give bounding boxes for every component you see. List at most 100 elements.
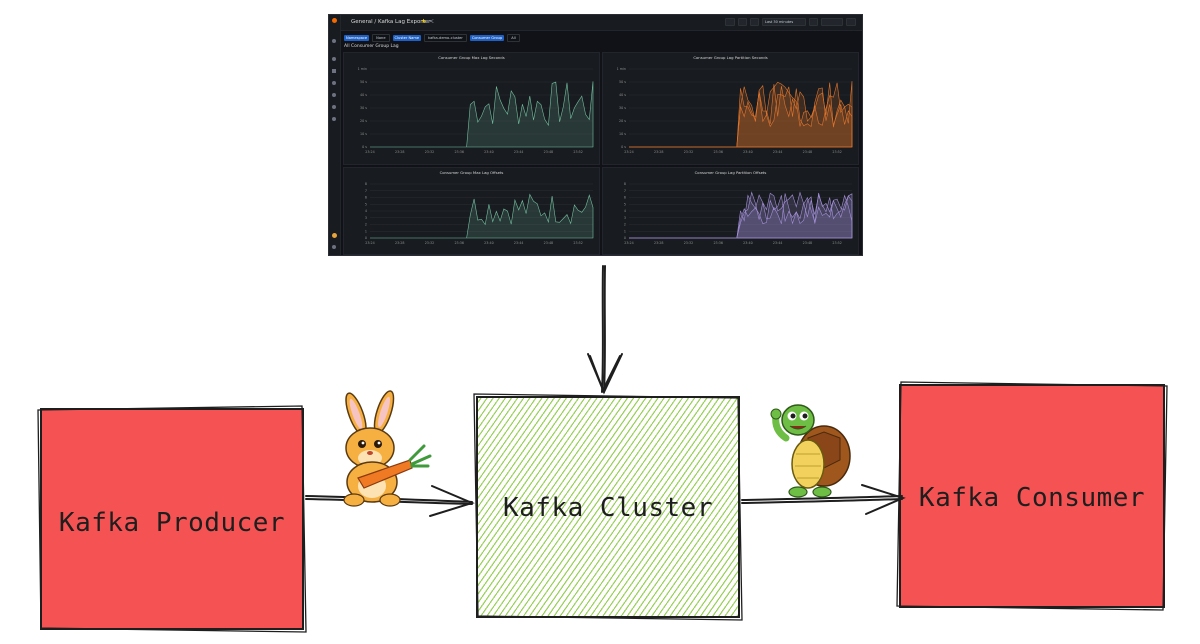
y-tick-label: 0	[365, 236, 367, 240]
row-title[interactable]: All Consumer Group Lag	[344, 44, 399, 49]
variable-select[interactable]: kafka-demo-cluster	[424, 34, 467, 42]
add-panel-button[interactable]	[725, 18, 735, 26]
dashboard-breadcrumb[interactable]: General / Kafka Lag Exporter	[351, 19, 431, 25]
share-icon[interactable]: <	[429, 18, 435, 25]
y-tick-label: 4	[365, 209, 367, 213]
y-tick-label: 50 s	[360, 80, 367, 84]
x-tick-label: 23:44	[773, 241, 783, 245]
x-tick-label: 23:24	[365, 241, 375, 245]
panel-title: Consumer Group Max Lag Offsets	[439, 170, 504, 175]
variable-label: Cluster Name	[392, 35, 422, 41]
x-tick-label: 23:36	[713, 241, 723, 245]
x-tick-label: 23:44	[514, 241, 524, 245]
y-tick-label: 1	[624, 229, 626, 233]
x-tick-label: 23:52	[573, 150, 583, 154]
x-tick-label: 23:32	[684, 150, 694, 154]
variable-select[interactable]: None	[372, 34, 390, 42]
time-range-label: Last 30 minutes	[765, 20, 794, 24]
tv-mode-button[interactable]	[846, 18, 856, 26]
x-tick-label: 23:40	[743, 241, 753, 245]
y-tick-label: 4	[624, 209, 626, 213]
star-icon[interactable]: ★	[421, 18, 427, 25]
dashboard-to-cluster-arrow	[587, 265, 623, 395]
x-tick-label: 23:48	[803, 150, 813, 154]
y-tick-label: 2	[624, 223, 626, 227]
variable-label: Consumer Group	[469, 35, 505, 41]
search-icon[interactable]	[332, 39, 336, 43]
y-tick-label: 8	[365, 182, 367, 186]
x-tick-label: 23:24	[624, 241, 634, 245]
x-tick-label: 23:28	[395, 241, 405, 245]
kafka-producer-label: Kafka Producer	[58, 508, 286, 538]
y-tick-label: 8	[624, 182, 626, 186]
y-tick-label: 10 s	[619, 132, 626, 136]
series-area	[629, 84, 853, 148]
x-tick-label: 23:48	[544, 241, 554, 245]
x-tick-label: 23:28	[395, 150, 405, 154]
y-tick-label: 6	[624, 196, 626, 200]
y-tick-label: 1	[365, 229, 367, 233]
x-tick-label: 23:40	[743, 150, 753, 154]
settings-button[interactable]	[750, 18, 759, 26]
y-tick-label: 0 s	[621, 145, 626, 149]
dashboard-sidebar	[329, 15, 341, 255]
x-tick-label: 23:24	[624, 150, 634, 154]
x-tick-label: 23:48	[544, 150, 554, 154]
y-tick-label: 0 s	[362, 145, 367, 149]
x-tick-label: 23:24	[365, 150, 375, 154]
x-tick-label: 23:44	[773, 150, 783, 154]
cluster-to-consumer-arrow	[741, 484, 906, 515]
y-tick-label: 3	[365, 216, 367, 220]
kafka-cluster-label: Kafka Cluster	[503, 493, 713, 523]
series-area	[370, 81, 594, 148]
y-tick-label: 2	[365, 223, 367, 227]
y-tick-label: 5	[365, 202, 367, 206]
alert-icon[interactable]	[332, 93, 336, 97]
x-tick-label: 23:36	[713, 150, 723, 154]
kafka-cluster-box: Kafka Cluster	[476, 396, 740, 618]
time-range-picker[interactable]: Last 30 minutes	[762, 18, 806, 26]
panel-max-lag-offsets[interactable]: Consumer Group Max Lag Offsets 0 1 2 3 4 5 6 7 8…	[343, 167, 600, 255]
explore-icon[interactable]	[332, 81, 336, 85]
y-tick-label: 30 s	[360, 106, 367, 110]
zoom-out-button[interactable]	[809, 18, 818, 26]
variable-select[interactable]: All	[507, 34, 520, 42]
variable-label: Namespace	[344, 35, 370, 41]
y-tick-label: 0	[624, 236, 626, 240]
x-tick-label: 23:44	[514, 150, 524, 154]
avatar[interactable]	[332, 233, 337, 238]
x-tick-label: 23:52	[832, 150, 842, 154]
y-tick-label: 10 s	[360, 132, 367, 136]
shield-icon[interactable]	[332, 117, 336, 121]
x-tick-label: 23:36	[454, 241, 464, 245]
x-tick-label: 23:40	[484, 241, 494, 245]
y-tick-label: 1 min	[617, 67, 626, 71]
dashboards-icon[interactable]	[332, 69, 336, 73]
series-area	[370, 193, 594, 239]
gear-icon[interactable]	[332, 105, 336, 109]
y-tick-label: 7	[365, 189, 367, 193]
x-tick-label: 23:36	[454, 150, 464, 154]
kafka-consumer-label: Kafka Consumer	[918, 483, 1146, 513]
panel-lag-partition-seconds[interactable]: Consumer Group Lag Partition Seconds 0 s…	[602, 52, 859, 165]
plus-icon[interactable]	[332, 57, 336, 61]
x-tick-label: 23:28	[654, 150, 664, 154]
save-dashboard-button[interactable]	[738, 18, 747, 26]
help-icon[interactable]	[332, 245, 336, 249]
y-tick-label: 20 s	[360, 119, 367, 123]
series-area	[629, 193, 853, 239]
x-tick-label: 23:32	[684, 241, 694, 245]
y-tick-label: 7	[624, 189, 626, 193]
x-tick-label: 23:52	[832, 241, 842, 245]
y-tick-label: 6	[365, 196, 367, 200]
refresh-button[interactable]	[821, 18, 843, 26]
y-tick-label: 40 s	[619, 93, 626, 97]
waving-turtle-icon	[770, 404, 851, 498]
x-tick-label: 23:32	[425, 150, 435, 154]
